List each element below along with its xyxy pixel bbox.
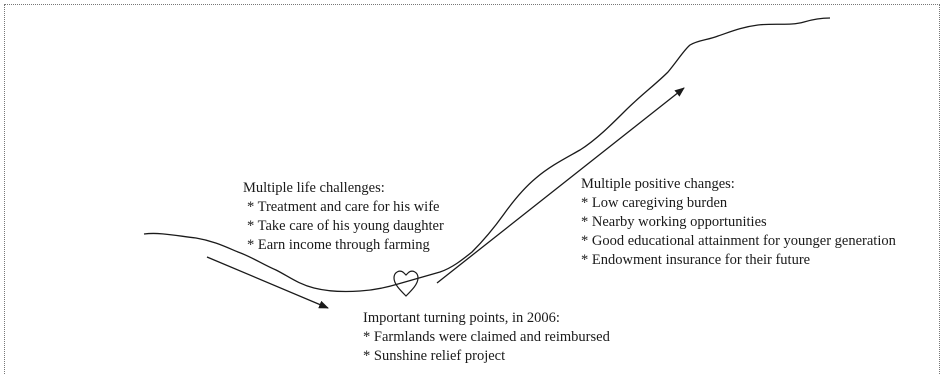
positive-change-item: * Nearby working opportunities [581,214,767,230]
positive-change-item: * Endowment insurance for their future [581,252,811,268]
challenges-title: Multiple life challenges: [243,180,385,196]
heart-icon [393,270,419,297]
turning-points-block: Important turning points, in 2006: * Far… [363,309,610,366]
turning-points-title: Important turning points, in 2006: [363,310,560,326]
challenge-item: * Earn income through farming [247,237,430,253]
positive-change-item: * Good educational attainment for younge… [581,233,896,249]
turning-point-item: * Sunshine relief project [363,348,506,364]
diagram-frame [4,4,940,374]
positive-change-item: * Low caregiving burden [581,195,728,211]
challenge-item: * Take care of his young daughter [247,218,444,234]
rise-arrow [436,87,685,284]
life-trajectory-line [143,17,831,293]
challenge-item: * Treatment and care for his wife [247,199,440,215]
decline-arrow [206,256,329,309]
challenges-block: Multiple life challenges: * Treatment an… [243,179,444,255]
turning-point-item: * Farmlands were claimed and reimbursed [363,329,610,345]
positive-changes-title: Multiple positive changes: [581,176,735,192]
positive-changes-block: Multiple positive changes: * Low caregiv… [581,175,896,270]
